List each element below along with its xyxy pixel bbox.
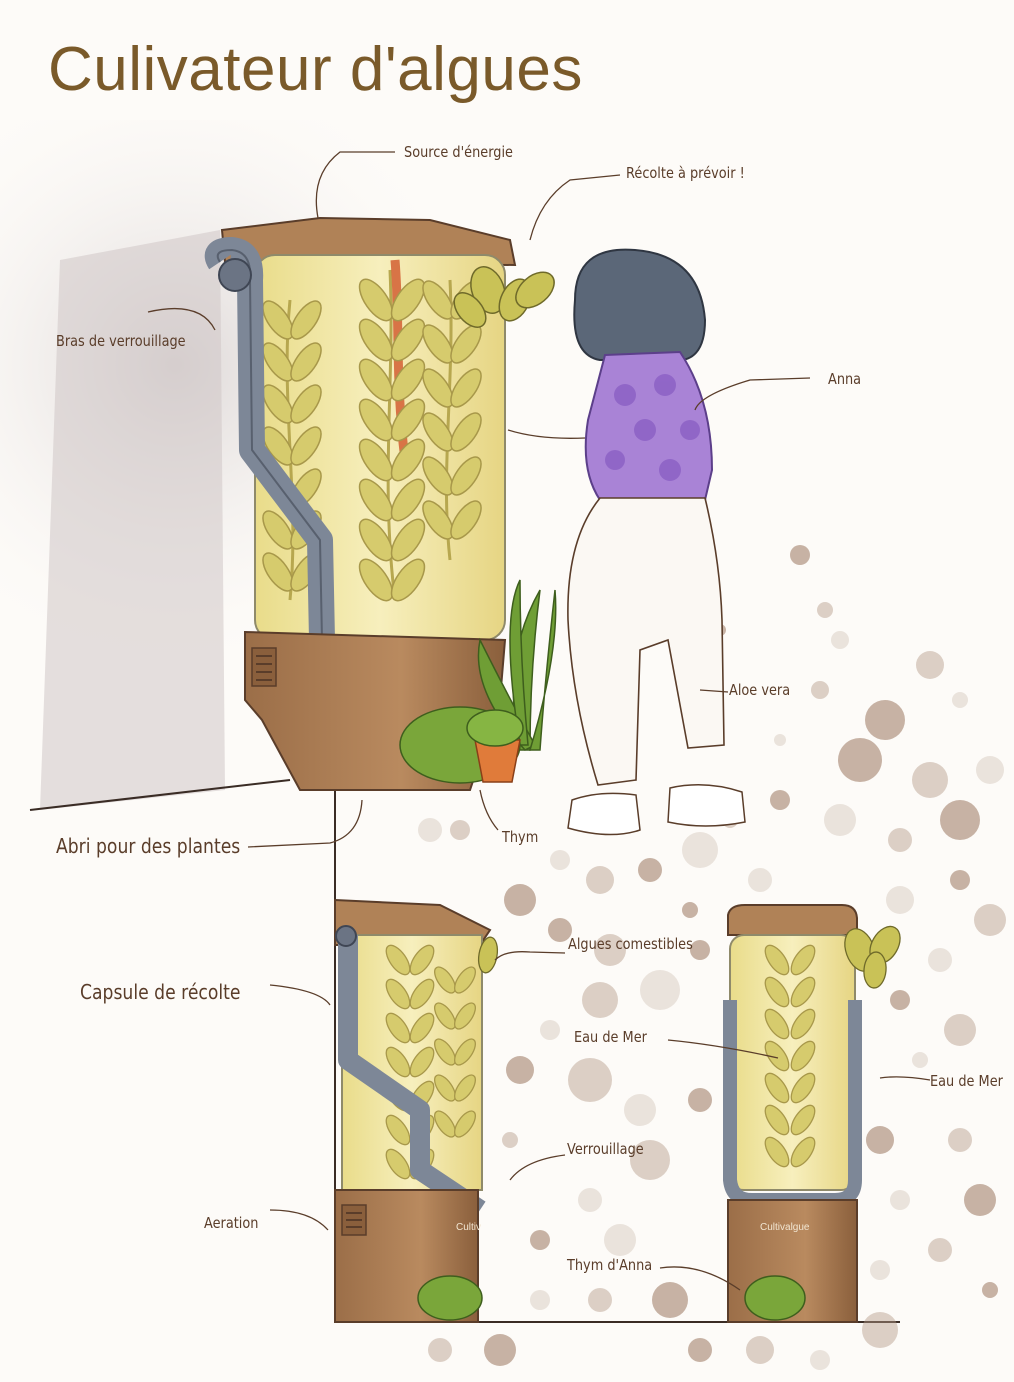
side-view-cultivator: [335, 900, 500, 1322]
label-bras-verrouillage: Bras de verrouillage: [56, 332, 186, 350]
brand-front-text: Cultivalgue: [760, 1222, 809, 1233]
label-eau-de-mer-center: Eau de Mer: [574, 1028, 647, 1046]
label-capsule-recolte: Capsule de récolte: [80, 980, 240, 1004]
label-thym-anna: Thym d'Anna: [567, 1256, 652, 1274]
brand-side-text: Cultiv: [456, 1222, 481, 1233]
label-algues-comestibles: Algues comestibles: [568, 935, 693, 953]
arm-hinge: [219, 259, 251, 291]
label-verrouillage: Verrouillage: [567, 1140, 644, 1158]
wall-shadow: [40, 230, 225, 810]
vent-grill-icon: [252, 648, 276, 686]
label-aloe-vera: Aloe vera: [729, 681, 790, 699]
label-aeration: Aeration: [204, 1214, 258, 1232]
thyme-pot: [400, 707, 523, 783]
label-thym: Thym: [502, 828, 538, 846]
label-abri-plantes: Abri pour des plantes: [56, 834, 240, 858]
label-source-energie: Source d'énergie: [404, 143, 513, 161]
page-title: Culivateur d'algues: [48, 34, 583, 105]
label-anna: Anna: [828, 370, 861, 388]
label-eau-de-mer-right: Eau de Mer: [930, 1072, 1003, 1090]
label-recolte-prevoir: Récolte à prévoir !: [626, 164, 745, 182]
side-vent-grill-icon: [342, 1205, 366, 1235]
